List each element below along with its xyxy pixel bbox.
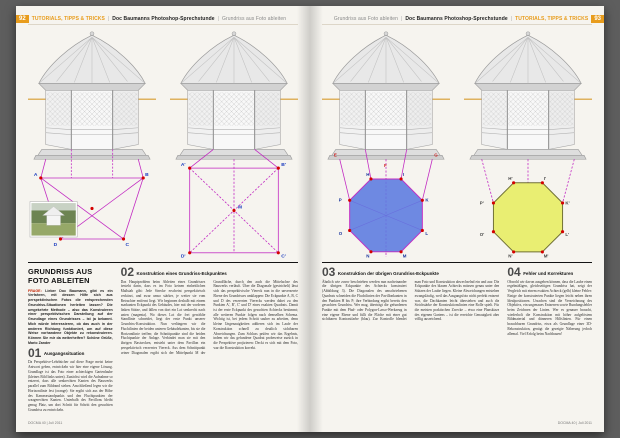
gazebo-drawing [327,31,445,160]
svg-text:D: D [54,242,58,248]
figure-row-right: H I K L M N O P E F G [322,25,592,260]
svg-text:B': B' [281,162,286,168]
svg-text:O': O' [480,232,485,237]
svg-text:A': A' [181,162,186,168]
figure-1: A B C D [28,31,156,248]
header-separator: | [401,15,403,22]
figure-4: H' I' K' L' M' N' O' P' [464,31,592,259]
svg-text:C: C [125,242,129,248]
svg-text:C': C' [281,254,286,259]
svg-text:M: M [238,204,242,210]
footer-right: DOCMA 40 | Juli 2011 [557,421,592,425]
article-left: GRUNDRISS AUS FOTO ABLEITEN FRAGE: Liebe… [28,262,298,419]
magazine-spread: 92 TUTORIALS, TIPPS & TRICKS | Doc Bauma… [16,6,604,432]
header-article-label: Grundriss aus Foto ableiten [221,15,287,22]
section-title: Konstruktion eines Grundriss-Eckpunktes [136,270,227,276]
article-title: GRUNDRISS AUS FOTO ABLEITEN [28,267,93,285]
header-section-label: TUTORIALS, TIPPS & TRICKS [515,15,589,22]
inset-photo [29,201,78,238]
svg-text:I: I [403,172,404,177]
section-03: 03 Konstruktion der übrigen Grundriss-Ec… [322,266,499,419]
header-section-label: TUTORIALS, TIPPS & TRICKS [31,15,105,22]
header-series-label: Doc Baumanns Photoshop-Sprechstunde [112,15,215,22]
section-body: Da Perspektive-Lehrbücher auf diese Frag… [28,360,113,412]
svg-text:N': N' [508,254,512,259]
svg-text:B: B [145,172,149,178]
header-article-label: Grundriss aus Foto ableiten [333,15,399,22]
svg-text:E: E [334,152,337,157]
svg-text:F: F [384,163,387,168]
section-04: 04 Fehler und Korrekturen Obwohl wir dav… [507,266,592,419]
header-series-label: Doc Baumanns Photoshop-Sprechstunde [405,15,508,22]
corner-labels: E F G [334,152,438,168]
gazebo-drawing [33,31,151,160]
svg-text:L: L [425,231,428,236]
header-separator: | [510,15,513,22]
section-title: Ausgangssituation [43,351,85,357]
column-1: GRUNDRISS AUS FOTO ABLEITEN FRAGE: Liebe… [28,266,113,419]
octagon-blue [349,178,423,253]
section-number: 04 [507,266,521,279]
section-body: Ähnlich wie zuvor beschrieben werden nun… [322,279,500,322]
header-right: Grundriss aus Foto ableiten | Doc Bauman… [322,14,604,25]
vertex-dots [39,176,145,241]
figure-3: H I K L M N O P E F G [322,31,450,259]
svg-text:O: O [339,231,343,236]
svg-text:G: G [434,152,438,157]
header-separator: | [107,15,110,22]
figure-labels: A B C D [34,172,149,248]
vertex-dots [348,177,424,254]
svg-text:D': D' [181,254,186,259]
section-body: Obwohl wir davon ausgehen können, dass d… [507,279,592,336]
figure-labels: A' B' C' D' M [181,162,286,259]
figure-labels: H I K L M N O P [339,172,430,259]
section-title: Konstruktion der übrigen Grundriss-Eckpu… [337,270,439,276]
gazebo-drawing [175,31,293,160]
section-body: Das Hauptproblem beim Ableiten eines Gru… [120,279,298,355]
figure-labels: H' I' K' L' M' N' O' P' [480,176,570,259]
construction-lines [189,149,279,254]
svg-text:I': I' [544,176,546,181]
figure-2: A' B' C' D' M [170,31,298,259]
svg-text:A: A [34,172,38,178]
page-number: 93 [591,14,604,23]
section-number: 02 [120,266,135,279]
section-number: 03 [322,266,336,279]
question-paragraph: FRAGE: Lieber Doc Baumann, gibt es ein V… [28,289,113,346]
svg-text:P': P' [480,201,484,206]
svg-text:M: M [403,254,407,259]
question-label: FRAGE: [28,288,42,293]
svg-text:K: K [425,198,429,203]
footer-left: DOCMA 40 | Juli 2011 [28,421,63,425]
question-text: Lieber Doc Baumann, gibt es ein Verfahre… [28,288,113,346]
section-number: 01 [28,345,42,360]
svg-text:L': L' [565,232,569,237]
header-left: 92 TUTORIALS, TIPPS & TRICKS | Doc Bauma… [16,14,298,25]
page-right: Grundriss aus Foto ableiten | Doc Bauman… [310,6,604,432]
page-left: 92 TUTORIALS, TIPPS & TRICKS | Doc Bauma… [16,6,310,432]
gazebo-drawing [469,31,587,160]
section-01: 01 Ausgangssituation Da Perspektive-Lehr… [28,345,113,413]
header-separator: | [217,15,219,22]
svg-text:K': K' [565,201,569,206]
figure-row-left: A B C D [28,25,298,260]
svg-text:M': M' [544,254,549,259]
svg-text:H': H' [508,176,512,181]
svg-text:N: N [366,254,369,259]
octagon-yellow [492,182,564,253]
svg-text:P: P [339,198,342,203]
page-number: 92 [16,14,29,23]
vertex-dots [188,166,280,255]
vertex-dots [491,181,565,254]
section-title: Fehler und Korrekturen [523,270,574,276]
article-right: 03 Konstruktion der übrigen Grundriss-Ec… [322,262,592,419]
section-02: 02 Konstruktion eines Grundriss-Eckpunkt… [121,266,298,419]
svg-text:H: H [366,172,369,177]
